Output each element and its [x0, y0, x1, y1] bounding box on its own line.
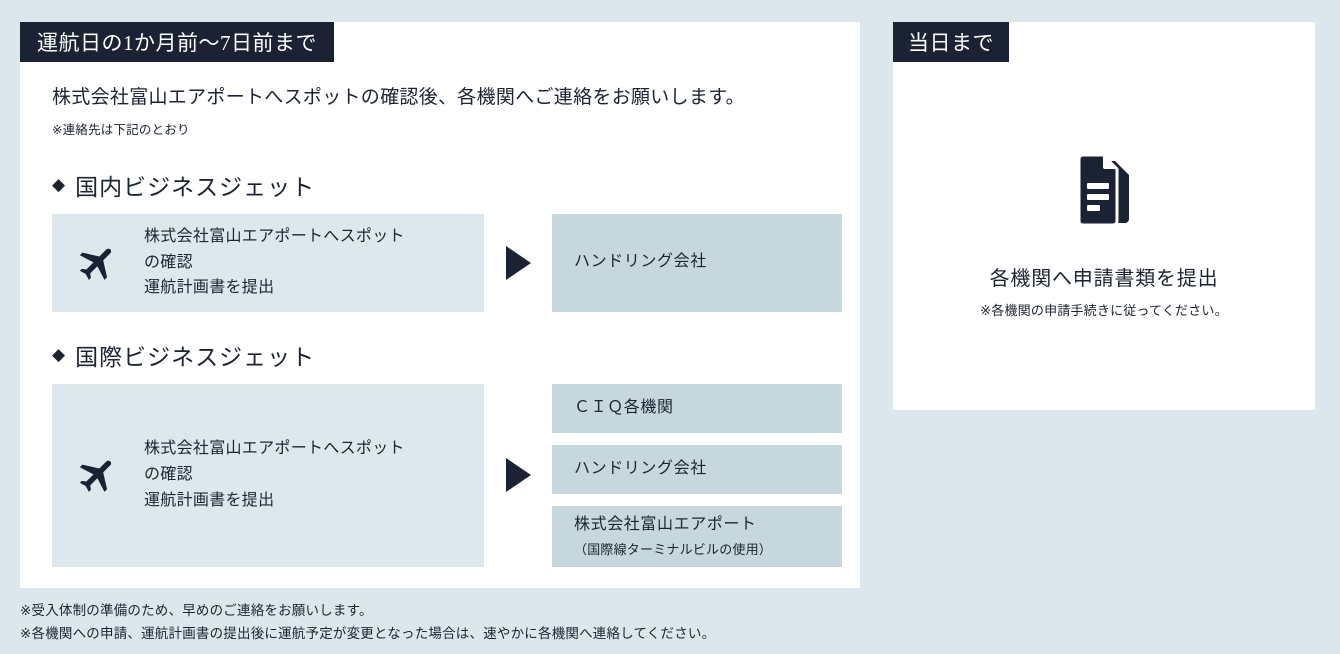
- triangle-right-icon: [484, 458, 552, 492]
- target-stack-international: ＣＩＱ各機関 ハンドリング会社 株式会社富山エアポート （国際線ターミナルビルの…: [552, 383, 842, 567]
- flow-row-domestic: 株式会社富山エアポートへスポット の確認 運航計画書を提出 ハンドリング会社: [52, 213, 842, 312]
- target-box: ハンドリング会社: [552, 444, 842, 494]
- source-line: の確認: [144, 466, 193, 484]
- right-panel-body: 各機関へ申請書類を提出 ※各機関の申請手続きに従ってください。: [893, 62, 1315, 410]
- right-panel-title: 各機関へ申請書類を提出: [989, 268, 1219, 290]
- intro-main-text: 株式会社富山エアポートへスポットの確認後、各機関へご連絡をお願いします。: [52, 87, 745, 108]
- section-heading-domestic-label: 国内ビジネスジェット: [75, 174, 316, 200]
- footnote-item: ※受入体制の準備のため、早めのご連絡をお願いします。: [20, 603, 373, 618]
- section-heading-international-label: 国際ビジネスジェット: [75, 344, 316, 370]
- target-box-title: ＣＩＱ各機関: [574, 398, 674, 416]
- triangle-right-icon: [484, 245, 552, 280]
- footnotes: ※受入体制の準備のため、早めのご連絡をお願いします。 ※各機関への申請、運航計画…: [20, 600, 1020, 646]
- flow-row-international: 株式会社富山エアポートへスポット の確認 運航計画書を提出 ＣＩＱ各機関 ハンド…: [52, 383, 842, 567]
- left-panel-tab: 運航日の1か月前～7日前まで: [20, 22, 334, 62]
- airplane-icon: [52, 453, 144, 497]
- target-box-title: 株式会社富山エアポート: [574, 516, 757, 534]
- airplane-icon: [52, 241, 144, 285]
- right-panel-tab-label: 当日まで: [908, 31, 994, 55]
- diamond-bullet-icon: ◆: [52, 175, 67, 194]
- target-box: ＣＩＱ各機関: [552, 383, 842, 433]
- source-box-domestic: 株式会社富山エアポートへスポット の確認 運航計画書を提出: [52, 213, 484, 312]
- intro-note-text: ※連絡先は下記のとおり: [52, 122, 190, 137]
- section-heading-international: ◆ 国際ビジネスジェット: [52, 338, 842, 372]
- target-stack-domestic: ハンドリング会社: [552, 213, 842, 312]
- section-heading-domestic: ◆ 国内ビジネスジェット: [52, 168, 842, 202]
- source-line: 運航計画書を提出: [144, 279, 275, 297]
- source-line: 株式会社富山エアポートへスポット: [144, 440, 405, 458]
- target-box-title: ハンドリング会社: [574, 253, 707, 271]
- source-line: 株式会社富山エアポートへスポット: [144, 227, 405, 245]
- left-panel-tab-label: 運航日の1か月前～7日前まで: [37, 31, 317, 55]
- left-panel-body: 株式会社富山エアポートへスポットの確認後、各機関へご連絡をお願いします。 ※連絡…: [52, 84, 842, 567]
- source-box-domestic-text: 株式会社富山エアポートへスポット の確認 運航計画書を提出: [144, 224, 405, 302]
- right-panel-tab: 当日まで: [893, 22, 1009, 62]
- source-line: の確認: [144, 253, 193, 271]
- source-line: 運航計画書を提出: [144, 491, 275, 509]
- target-box-title: ハンドリング会社: [574, 459, 707, 477]
- documents-icon: [1067, 153, 1141, 240]
- target-box: 株式会社富山エアポート （国際線ターミナルビルの使用）: [552, 505, 842, 567]
- target-box: ハンドリング会社: [552, 213, 842, 312]
- source-box-international: 株式会社富山エアポートへスポット の確認 運航計画書を提出: [52, 383, 484, 567]
- diamond-bullet-icon: ◆: [52, 345, 67, 364]
- footnote-item: ※各機関への申請、運航計画書の提出後に運航予定が変更となった場合は、速やかに各機…: [20, 625, 716, 641]
- source-box-international-text: 株式会社富山エアポートへスポット の確認 運航計画書を提出: [144, 436, 405, 514]
- target-box-subtitle: （国際線ターミナルビルの使用）: [574, 541, 773, 557]
- right-panel-note: ※各機関の申請手続きに従ってください。: [980, 303, 1228, 318]
